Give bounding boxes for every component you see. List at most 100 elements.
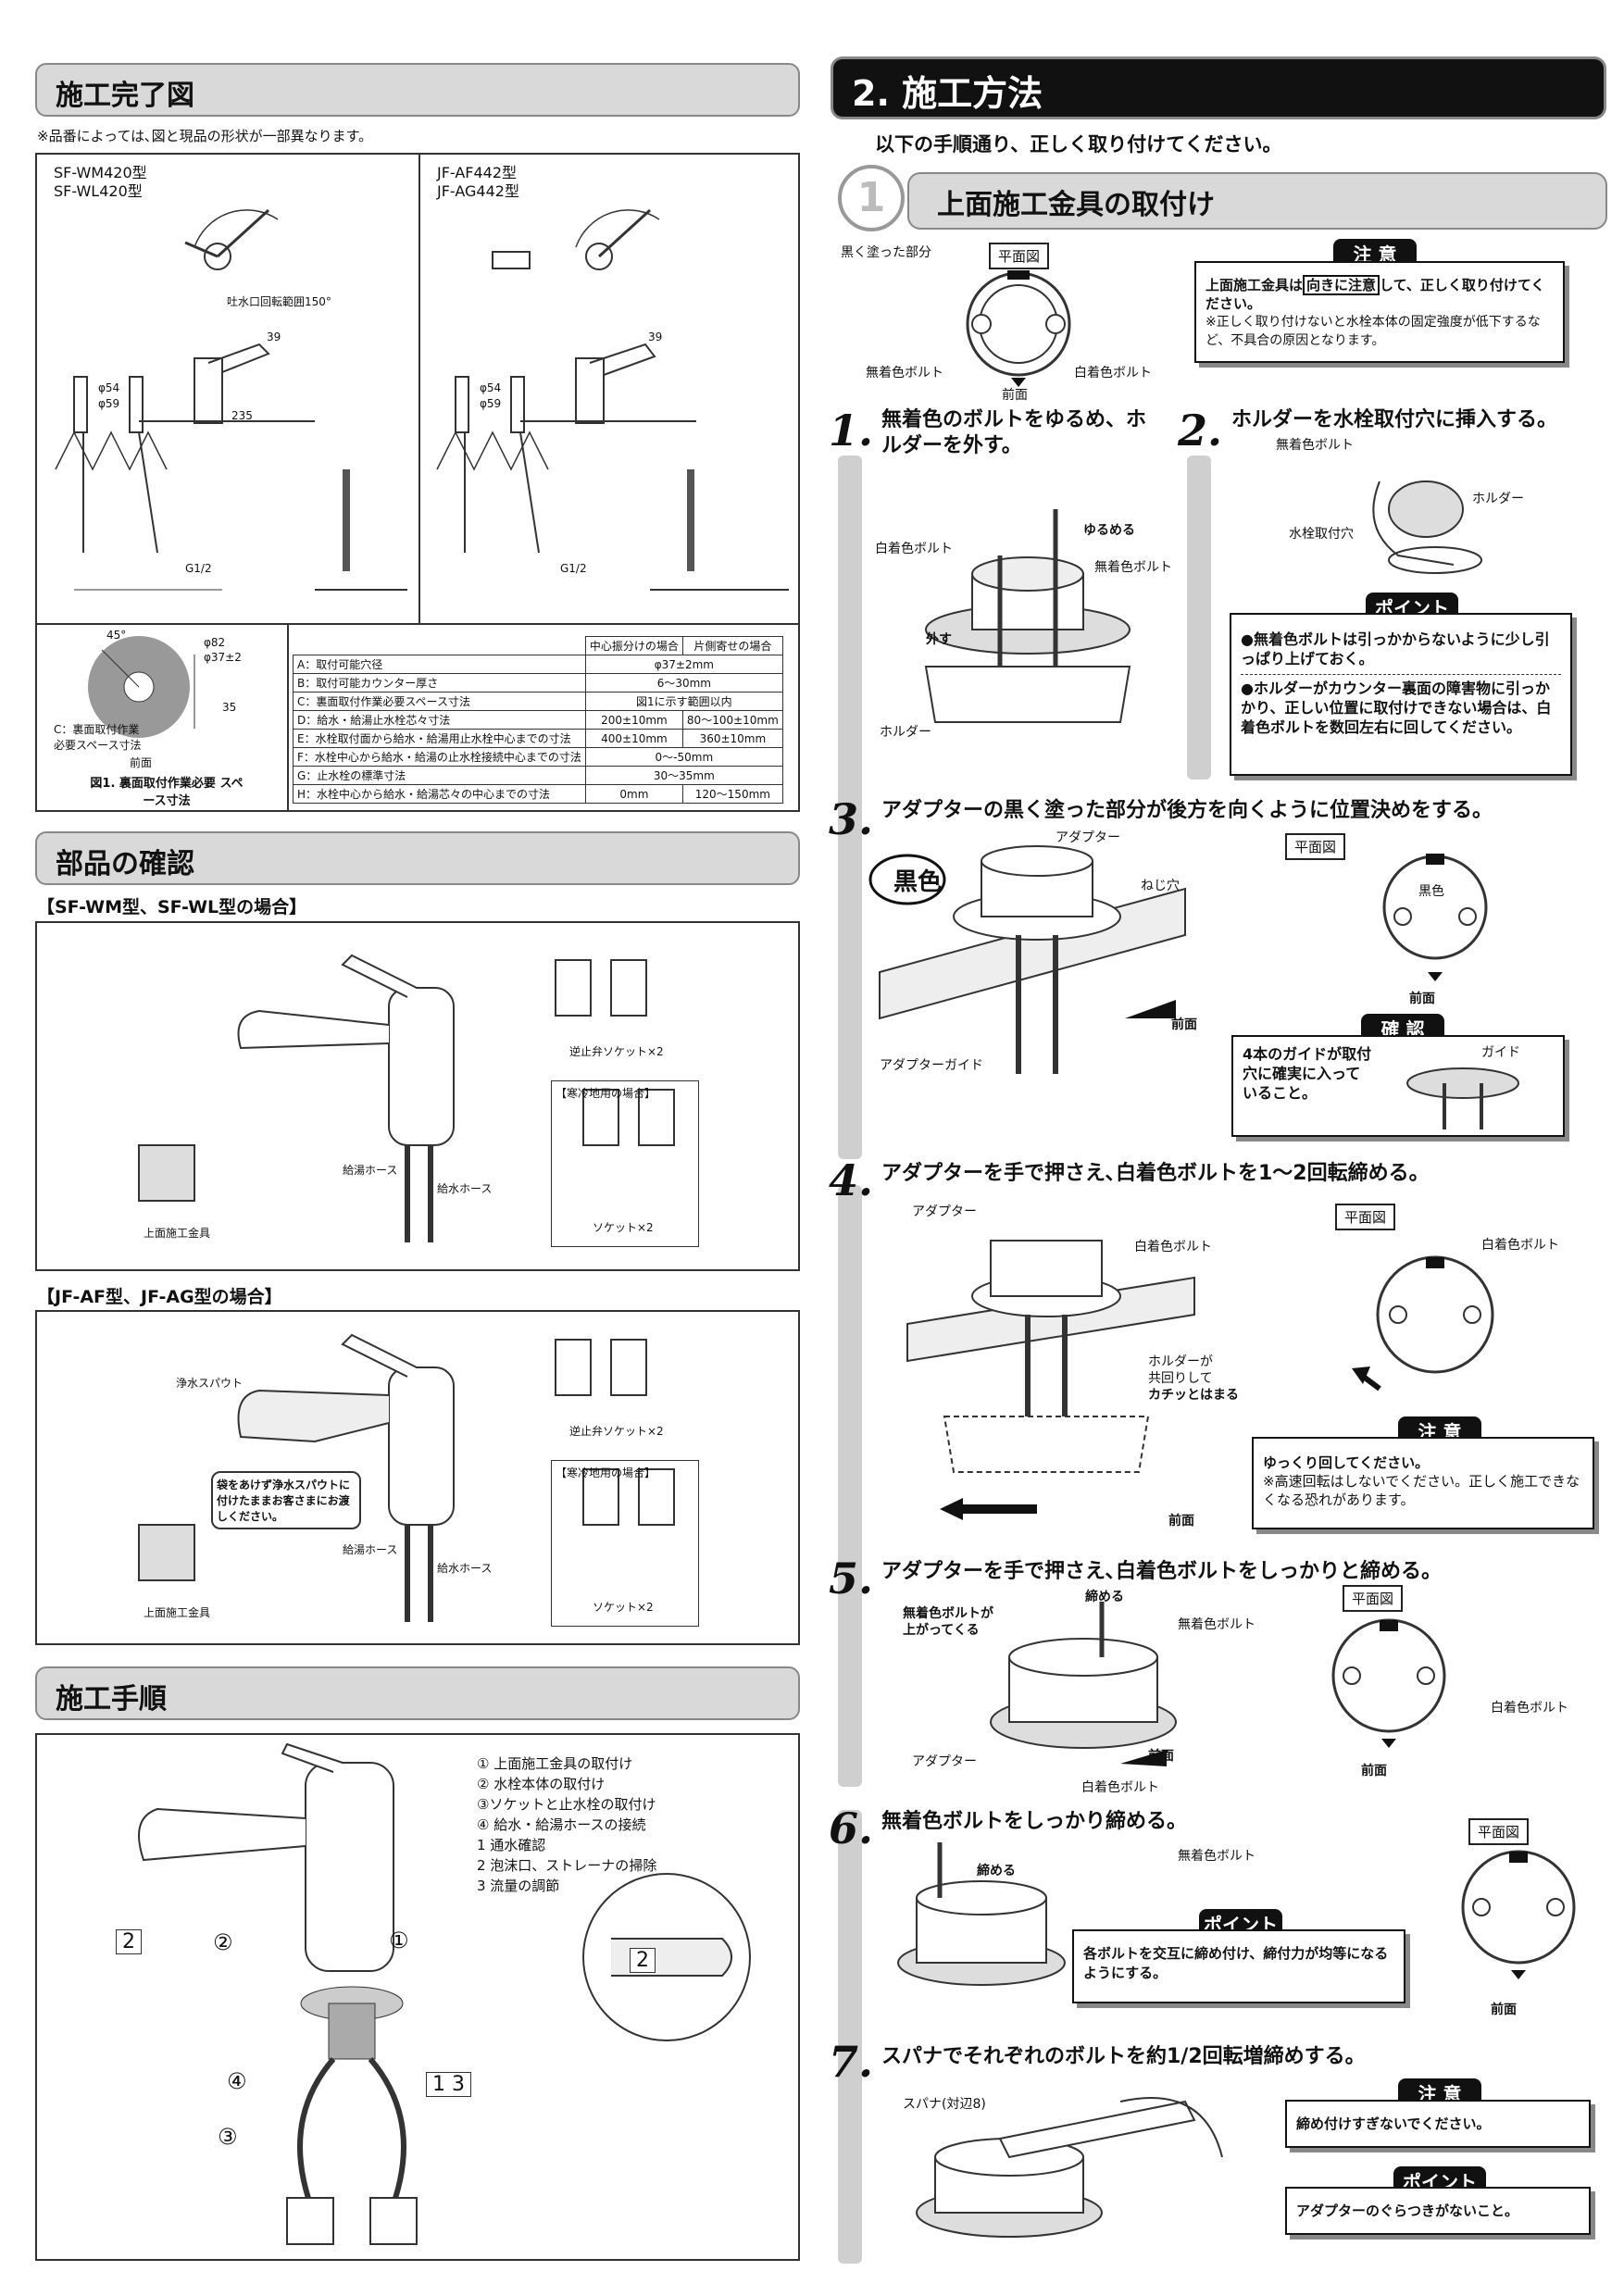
- callout-box-2-detail: 2: [630, 1948, 656, 1973]
- label-white-bolt-1: 白着色ボルト: [875, 542, 953, 556]
- step-6-number: 6.: [829, 1803, 874, 1853]
- step-6-illustration: [897, 1842, 1066, 1986]
- main-title: 2. 施工方法: [852, 73, 1043, 114]
- label-uncolored-bolt-top: 無着色ボルト: [866, 366, 943, 381]
- step-strip: [1187, 455, 1211, 780]
- plan-label-6: 平面図: [1468, 1818, 1530, 1845]
- plan-view-4: [1352, 1255, 1494, 1391]
- table-row: 中心振分けの場合 片側寄せの場合: [294, 636, 783, 655]
- divider: [287, 625, 289, 810]
- label-front-4: 前面: [1168, 1514, 1194, 1529]
- step-3-number: 3.: [829, 794, 874, 844]
- label-uncolored-bolt-6: 無着色ボルト: [1178, 1849, 1255, 1864]
- step-2-number: 2.: [1178, 406, 1223, 455]
- point-box-7: アダプターのぐらつきがないこと。: [1285, 2187, 1591, 2235]
- label-socket-2: ソケット×2: [593, 1601, 654, 1614]
- callout-circle-1: ①: [389, 1928, 409, 1953]
- plan-view-top: [966, 270, 1071, 387]
- caution-box-4: ゆっくり回してください。 ※高速回転はしないでください。正しく施工できなくなる恐…: [1252, 1437, 1594, 1529]
- label-cold-hose-2: 給水ホース: [437, 1562, 493, 1575]
- intro-text: 以下の手順通り、正しく取り付けてください。: [875, 133, 1282, 156]
- guide-detail-illustration: [1406, 1067, 1519, 1129]
- subsection-title: 上面施工金具の取付け: [937, 189, 1215, 221]
- callout-circle-4: ④: [227, 2068, 247, 2094]
- label-white-bolt-5-plan: 白着色ボルト: [1491, 1701, 1568, 1716]
- label-adapter-3: アダプター: [1056, 830, 1120, 845]
- caution-box-7: 締め付けすぎないでください。: [1285, 2100, 1591, 2148]
- label-top-fitting-1: 上面施工金具: [144, 1227, 211, 1240]
- label-hot-hose-2: 給湯ホース: [343, 1543, 398, 1556]
- label-tighten-5: 締める: [1085, 1590, 1124, 1604]
- step-3-illustration: [868, 845, 1186, 1074]
- dim-39-a: 39: [267, 331, 281, 343]
- assembly-illustration: [138, 1742, 751, 2245]
- label-holder-1: ホルダー: [880, 725, 931, 740]
- label-top-fitting-2: 上面施工金具: [144, 1606, 211, 1619]
- dim-82: φ82: [204, 636, 226, 649]
- dim-37: φ37±2: [204, 651, 242, 664]
- confirm-text: 4本のガイドが取付穴に確実に入っていること。: [1243, 1045, 1372, 1102]
- label-front-fig: 前面: [130, 756, 153, 769]
- label-front-6: 前面: [1491, 2003, 1517, 2017]
- parts-panel-2: 浄水スパウト 袋をあけず浄水スパウトに付けたままお客さまにお渡しください。 逆止…: [35, 1310, 800, 1645]
- parts-case2-heading: 【JF-AF型、JF-AG型の場合】: [37, 1287, 282, 1307]
- completion-note: ※品番によっては､図と現品の形状が一部異なります。: [37, 128, 373, 144]
- label-front-3-plan: 前面: [1409, 992, 1435, 1006]
- label-adapter-4: アダプター: [912, 1204, 977, 1219]
- label-uncolored-bolt-1: 無着色ボルト: [1094, 560, 1172, 575]
- dim-54-a: φ54: [98, 381, 120, 394]
- section-title-procedure: 施工手順: [56, 1683, 167, 1716]
- dim-g12-a: G1/2: [185, 562, 212, 575]
- step-6-title: 無着色ボルトをしっかり締める。: [881, 1810, 1188, 1833]
- step-2-illustration: [1372, 480, 1482, 574]
- dim-35: 35: [222, 701, 237, 714]
- label-white-bolt-4-plan: 白着色ボルト: [1481, 1238, 1559, 1253]
- label-front-5-plan: 前面: [1361, 1764, 1387, 1778]
- step-1-title: 無着色のボルトをゆるめ、ホルダーを外す。: [881, 408, 1147, 457]
- step-7-illustration: [916, 2097, 1223, 2238]
- step-strip: [838, 455, 862, 1159]
- label-adapter-5: アダプター: [912, 1754, 977, 1769]
- callout-circle-3: ③: [218, 2124, 238, 2150]
- label-guide: ガイド: [1481, 1045, 1520, 1060]
- point-box-2: ●無着色ボルトは引っかからないように少し引っぱり上げておく。 ●ホルダーがカウン…: [1230, 613, 1572, 776]
- section-title-completion: 施工完了図: [56, 80, 194, 112]
- models-b: JF-AF442型 JF-AG442型: [437, 164, 519, 200]
- plan-label-3: 平面図: [1285, 833, 1346, 860]
- label-socket-1: ソケット×2: [593, 1221, 654, 1234]
- parts-case1-heading: 【SF-WM型、SF-WL型の場合】: [37, 897, 307, 917]
- bag-note: 袋をあけず浄水スパウトに付けたままお客さまにお渡しください。: [211, 1471, 361, 1529]
- dim-59-b: φ59: [480, 397, 502, 410]
- label-adapter-guide: アダプターガイド: [880, 1058, 983, 1073]
- label-white-bolt-5: 白着色ボルト: [1081, 1780, 1159, 1795]
- step-5-title: アダプターを手で押さえ､白着色ボルトをしっかりと締める。: [881, 1560, 1443, 1583]
- label-black-color-plan: 黒色: [1418, 884, 1444, 899]
- label-uncolored-bolt-2: 無着色ボルト: [1276, 438, 1354, 453]
- label-remove: 外す: [926, 632, 952, 647]
- label-tighten-6: 締める: [977, 1864, 1016, 1878]
- label-c-space: C：裏面取付作業 必要スペース寸法: [54, 723, 142, 752]
- step-5-number: 5.: [829, 1554, 874, 1603]
- plan-label-top: 平面図: [989, 243, 1050, 269]
- plan-view-3: [1382, 854, 1488, 981]
- dim-39-b: 39: [648, 331, 663, 343]
- label-hot-hose-1: 給湯ホース: [343, 1164, 398, 1177]
- label-cold-region-1: 【寒冷地用の場合】: [556, 1087, 656, 1100]
- section-parts-bar: 部品の確認: [35, 831, 800, 885]
- cold-region-box-2: [551, 1460, 699, 1627]
- parts-panel-1: 逆止弁ソケット×2 【寒冷地用の場合】 ソケット×2 給湯ホース 給水ホース 上…: [35, 921, 800, 1271]
- dim-rot-a: 吐水口回転範囲150°: [227, 295, 331, 308]
- callout-box-2: 2: [116, 1929, 142, 1954]
- cold-region-box-1: [551, 1080, 699, 1247]
- section-procedure-bar: 施工手順: [35, 1666, 800, 1720]
- label-check-valve-1: 逆止弁ソケット×2: [569, 1045, 664, 1058]
- label-holder-2: ホルダー: [1472, 492, 1524, 506]
- point-box-6: 各ボルトを交互に締め付け、締付力が均等になるようにする。: [1072, 1929, 1405, 2003]
- step-5-illustration: [990, 1602, 1177, 1766]
- dim-45: 45°: [106, 629, 127, 642]
- dim-59-a: φ59: [98, 397, 120, 410]
